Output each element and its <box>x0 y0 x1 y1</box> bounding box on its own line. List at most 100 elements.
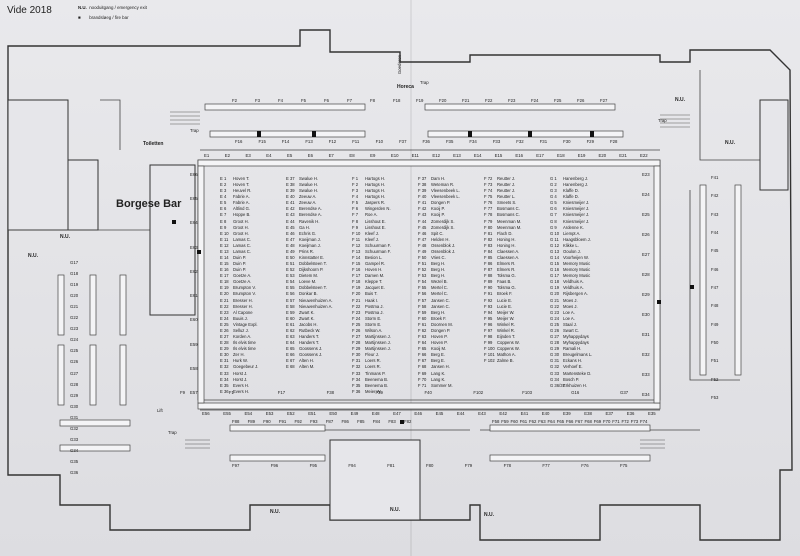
stand-label: E3 <box>245 153 251 158</box>
exhibitor-name: Dongen P. <box>431 327 451 333</box>
exhibitor-name: Brumpton V. <box>233 285 256 291</box>
stand-code: E 65 <box>286 346 295 352</box>
exhibitor-name: Jacquet E. <box>365 285 385 291</box>
stand-code: E 58 <box>286 303 295 309</box>
exhibitor-name: Coppens W. <box>497 346 520 352</box>
exhibitor-name: Zeeuw A. <box>299 194 317 200</box>
stand-label: G18 <box>70 271 79 277</box>
exhibitor-name: Reutter J. <box>497 188 516 194</box>
stand-code: E 20 <box>220 291 229 297</box>
stand-code: E 68 <box>286 364 295 370</box>
exhibitor-name: Bosmans C. <box>497 206 520 212</box>
exhibitor-name: Jansen H. <box>431 364 450 370</box>
exhibitor-name: Prins R. <box>299 248 314 254</box>
exhibitor-name: Honing H. <box>497 236 516 242</box>
stand-label: F95 <box>309 463 317 468</box>
stand-code: E 26 <box>220 327 229 333</box>
legend-exit: N.U. nooduitgang / emergency exit <box>78 3 147 13</box>
stand-code: E 67 <box>286 358 295 364</box>
stand-label: E42 <box>499 411 507 416</box>
exhibitor-name: Veldhuis A. <box>563 285 584 291</box>
stand-code: F 1 <box>352 176 359 181</box>
stand-code: E 27 <box>220 334 229 340</box>
stand-code: E 11 <box>220 236 229 242</box>
stand-code: E 35 <box>220 382 229 388</box>
stand-code: F 75 <box>484 194 493 200</box>
exhibitor-name: Altlind G. <box>233 206 250 212</box>
stand-label: F59 <box>501 419 509 424</box>
exhibitor-name: Lamas C. <box>233 236 251 242</box>
stand-code: G 24 <box>550 315 560 321</box>
stand-code: F 13 <box>352 248 361 254</box>
stand-label: E6 <box>307 153 314 158</box>
stand-code: F 48 <box>418 242 427 248</box>
stand-label: F96 <box>270 463 279 468</box>
exhibitor-name: Jaspers R. <box>365 200 386 206</box>
stand-code: F 17 <box>352 273 361 279</box>
stand-label: E41 <box>520 411 529 416</box>
index-row: F 20 Buis T. <box>352 291 391 297</box>
stand-label: E62 <box>190 268 198 274</box>
stand-label: E25 <box>642 212 650 217</box>
exhibitor-name: Kniesmeijer J. <box>563 200 590 206</box>
stand-code: F 81 <box>484 230 493 236</box>
exhibitor-name: Alten M. <box>299 364 315 370</box>
stand-code: E 62 <box>286 327 295 333</box>
stand-code: E 5 <box>220 200 227 206</box>
exhibitor-name: Kniesmeijer J. <box>563 218 590 224</box>
stand-label: E55 <box>223 411 231 416</box>
stand-code: E 10 <box>220 230 229 236</box>
exit-marker-e: N.U. <box>725 140 735 146</box>
stand-code: F 20 <box>352 291 361 297</box>
stand-label: E51 <box>308 411 316 416</box>
stand-label: F68 <box>584 419 592 424</box>
stand-code: E 1 <box>220 176 227 181</box>
stand-code: E 24 <box>220 315 229 321</box>
stand-label: G28 <box>70 381 79 387</box>
exhibitor-name: Handers T. <box>299 340 320 346</box>
exhibitor-name: Sommer M. <box>431 382 453 388</box>
exhibitor-name: Swart C. <box>563 327 580 333</box>
exhibitor-name: Berg H. <box>431 309 446 315</box>
stand-label: F48 <box>711 303 719 309</box>
stand-label: E37 <box>605 411 614 416</box>
stand-label: F46 <box>711 266 719 272</box>
stand-code: F 53 <box>418 273 427 279</box>
exhibitor-name: Buis T. <box>365 291 378 297</box>
stand-label: F91 <box>278 419 287 424</box>
exit-symbol: N.U. <box>78 5 87 10</box>
stand-code: G 18 <box>550 279 560 285</box>
exhibitor-name: Hanenberg J. <box>563 182 589 188</box>
stand-code: F 83 <box>484 242 493 248</box>
stand-label: E12 <box>432 153 441 158</box>
stand-code: F 79 <box>484 218 493 224</box>
stand-label: E30 <box>642 312 650 317</box>
exhibitor-name: Ramali H. <box>563 346 582 352</box>
stand-code: G 21 <box>550 297 560 303</box>
stand-code: E 18 <box>220 279 229 285</box>
exhibitor-name: Beenema B. <box>365 376 389 382</box>
stand-code: F 16 <box>352 267 361 273</box>
stand-label: G19 <box>70 282 79 288</box>
